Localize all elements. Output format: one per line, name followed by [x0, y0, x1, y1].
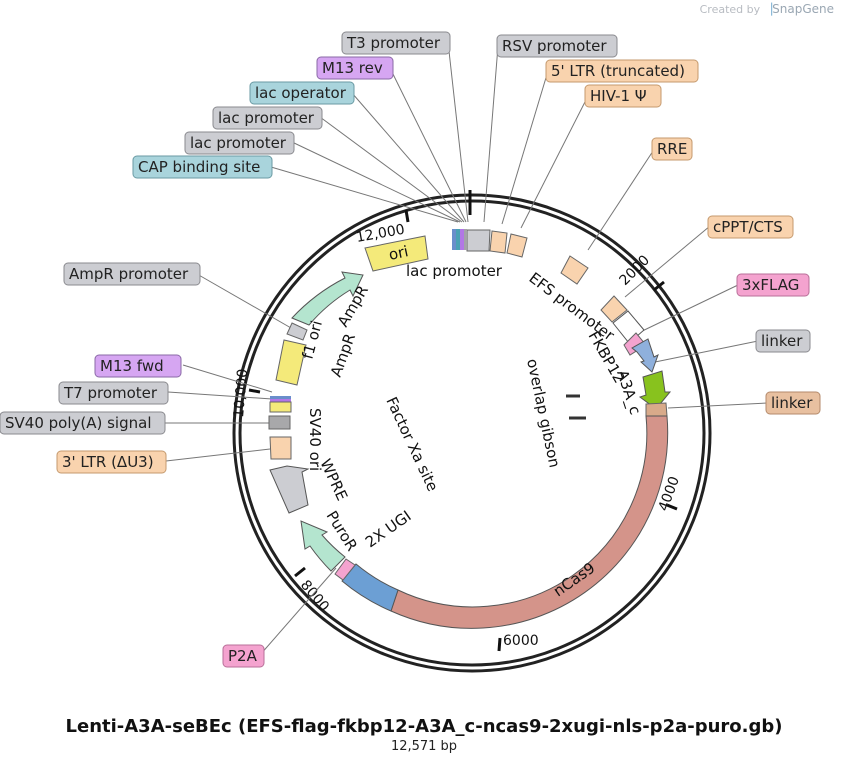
feature-ncas9 — [390, 415, 669, 629]
feature-cppt — [600, 295, 628, 323]
callout-linker-2-text: linker — [771, 394, 813, 412]
callout-lac-promoter-1: lac promoter — [212, 106, 323, 130]
callout-m13-fwd: M13 fwd — [94, 354, 182, 378]
callout-m13-rev-text: M13 rev — [322, 59, 383, 77]
callout-p2a: P2A — [222, 644, 265, 668]
callout-linker-1-text: linker — [761, 332, 803, 350]
feature-hiv-psi — [506, 233, 528, 258]
callout-ampr-promoter-text: AmpR promoter — [69, 265, 189, 283]
callout-leaders — [163, 41, 769, 656]
feature-ampr — [291, 271, 364, 326]
credit-brand: SnapGene — [772, 2, 834, 16]
callout-3xflag-text: 3xFLAG — [742, 276, 799, 294]
inner-label-f1-ori: f1 ori — [298, 319, 326, 361]
callout-m13-rev: M13 rev — [316, 56, 394, 80]
callout-lac-operator: lac operator — [249, 81, 355, 105]
callout-hiv-psi: HIV-1 Ψ — [584, 84, 662, 108]
feature-linker — [645, 402, 668, 417]
callout-sv40-polya: SV40 poly(A) signal — [0, 411, 166, 435]
callout-lac-promoter-2: lac promoter — [184, 131, 295, 155]
callout-lac-promoter-2-text: lac promoter — [190, 134, 287, 152]
inner-label-overlap-gibson: overlap gibson — [523, 357, 564, 469]
feature-arcs — [268, 229, 672, 629]
callout-hiv-psi-text: HIV-1 Ψ — [590, 87, 647, 105]
feature-marker-sv40-blue — [270, 396, 291, 399]
callout-rre: RRE — [651, 137, 693, 161]
snapgene-credit: Created by ▕SnapGene — [700, 2, 834, 16]
callout-rre-text: RRE — [657, 140, 687, 158]
feature-marker-blue — [452, 229, 456, 250]
feature-ori — [364, 235, 429, 272]
feature-purorr — [300, 520, 346, 572]
tick-label-6000: 6000 — [503, 633, 539, 649]
feature-marker-purple — [460, 229, 464, 250]
feature-marker-teal — [456, 229, 460, 250]
callout-lac-operator-text: lac operator — [255, 84, 347, 102]
callout-lac-promoter-1-text: lac promoter — [218, 109, 315, 127]
callout-5-ltr-text: 5' LTR (truncated) — [551, 62, 685, 80]
feature-2x-ugi — [341, 563, 399, 612]
plasmid-title: Lenti-A3A-seBEc (EFS-flag-fkbp12-A3A_c-n… — [65, 716, 783, 737]
credit-prefix: Created by — [699, 3, 761, 16]
backbone-outer-ring — [232, 193, 712, 673]
callout-3xflag: 3xFLAG — [736, 273, 810, 297]
callout-boxes: T3 promoter M13 rev lac operator lac pro… — [0, 31, 821, 668]
inner-label-sv40-ori: SV40 ori — [306, 408, 324, 471]
callout-rsv-promoter: RSV promoter — [496, 34, 618, 58]
inner-label-lac-promoter: lac promoter — [406, 262, 503, 280]
callout-cppt: cPPT/CTS — [707, 215, 794, 239]
inner-label-factor-xa: Factor Xa site — [382, 394, 441, 494]
snapgene-logo-icon: ▕ — [763, 3, 773, 16]
feature-5-ltr — [489, 230, 508, 254]
feature-3-ltr — [269, 436, 292, 460]
feature-wpre — [269, 465, 310, 514]
callout-t3-promoter-text: T3 promoter — [346, 34, 441, 52]
inner-labels: ori lac promoter EFS promoter FKBP12 A3A… — [298, 242, 644, 600]
feature-sv40-ori — [268, 415, 291, 430]
feature-ampr-promoter — [286, 322, 308, 341]
inner-label-a3a-c: A3A_c — [612, 368, 644, 417]
callout-linker-2: linker — [765, 391, 821, 415]
tick-marks — [248, 209, 678, 652]
callout-3-ltr: 3' LTR (ΔU3) — [56, 450, 167, 474]
inner-label-2x-ugi: 2X UGI — [362, 507, 415, 551]
feature-sv40-polya — [269, 401, 292, 413]
callout-cppt-text: cPPT/CTS — [713, 218, 783, 236]
callout-sv40-polya-text: SV40 poly(A) signal — [5, 414, 151, 432]
inner-label-ampr-inner: AmpR — [327, 331, 359, 379]
callout-ampr-promoter: AmpR promoter — [63, 262, 201, 286]
feature-marker-gray — [464, 229, 467, 250]
feature-p2a — [334, 558, 356, 581]
callout-m13-fwd-text: M13 fwd — [100, 357, 164, 375]
callout-p2a-text: P2A — [228, 647, 258, 665]
backbone-inner-ring — [238, 199, 706, 667]
callout-t7-promoter-text: T7 promoter — [63, 384, 158, 402]
feature-marker-sv40-purple — [270, 399, 291, 402]
feature-f1-ori — [275, 339, 307, 386]
callout-cap-binding-site-text: CAP binding site — [138, 158, 260, 176]
callout-3-ltr-text: 3' LTR (ΔU3) — [62, 453, 154, 471]
callout-rsv-promoter-text: RSV promoter — [502, 37, 607, 55]
plasmid-length: 12,571 bp — [390, 739, 458, 754]
callout-linker-1: linker — [755, 329, 811, 353]
tick-labels: 12,000 2000 4000 6000 8000 10,000 — [231, 222, 683, 649]
callout-t7-promoter: T7 promoter — [58, 381, 169, 405]
callout-5-ltr: 5' LTR (truncated) — [545, 59, 699, 83]
feature-3xflag — [623, 332, 647, 356]
feature-lac-promoter — [466, 229, 491, 252]
feature-rre — [560, 255, 589, 285]
callout-t3-promoter: T3 promoter — [341, 31, 451, 55]
inner-label-ori: ori — [387, 242, 410, 264]
callout-cap-binding-site: CAP binding site — [132, 155, 273, 179]
feature-fkbp12 — [631, 338, 659, 373]
tick-label-8000: 8000 — [297, 577, 332, 615]
feature-a3a-c — [638, 370, 672, 410]
tick-label-10000: 10,000 — [231, 368, 251, 418]
